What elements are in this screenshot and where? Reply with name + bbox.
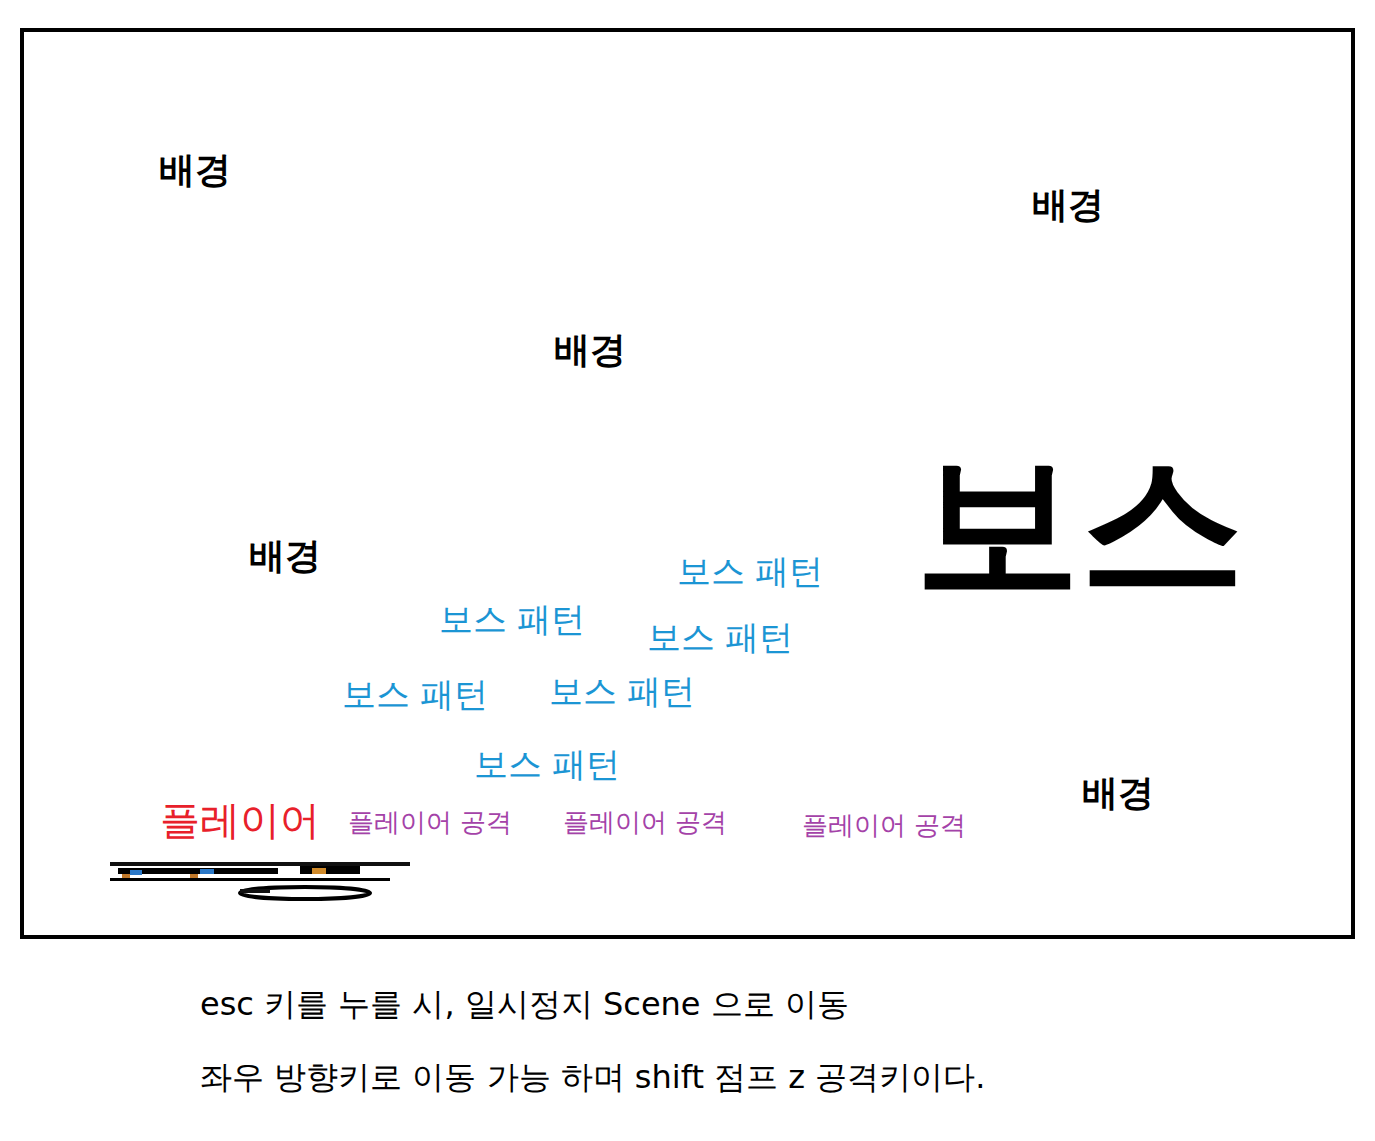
player-attack-label: 플레이어 공격 — [802, 811, 966, 840]
background-label: 배경 — [1032, 185, 1104, 225]
boss-pattern-label: 보스 패턴 — [677, 553, 824, 590]
background-label: 배경 — [249, 536, 321, 576]
boss-label: 보스 — [915, 434, 1245, 616]
background-label: 배경 — [554, 330, 626, 370]
boss-pattern-label: 보스 패턴 — [474, 746, 621, 783]
boss-pattern-label: 보스 패턴 — [439, 601, 586, 638]
player-attack-label: 플레이어 공격 — [348, 808, 512, 837]
boss-pattern-label: 보스 패턴 — [342, 676, 489, 713]
controls-note: esc 키를 누를 시, 일시정지 Scene 으로 이동 — [200, 987, 849, 1022]
background-label: 배경 — [1082, 773, 1154, 813]
controls-note: 좌우 방향키로 이동 가능 하며 shift 점프 z 공격키이다. — [200, 1060, 985, 1095]
background-label: 배경 — [159, 150, 231, 190]
player-label: 플레이어 — [160, 798, 320, 842]
screen-frame — [22, 30, 1353, 937]
boss-pattern-label: 보스 패턴 — [647, 619, 794, 656]
boss-pattern-label: 보스 패턴 — [549, 673, 696, 710]
ground-glitch — [110, 862, 410, 899]
player-attack-label: 플레이어 공격 — [563, 808, 727, 837]
